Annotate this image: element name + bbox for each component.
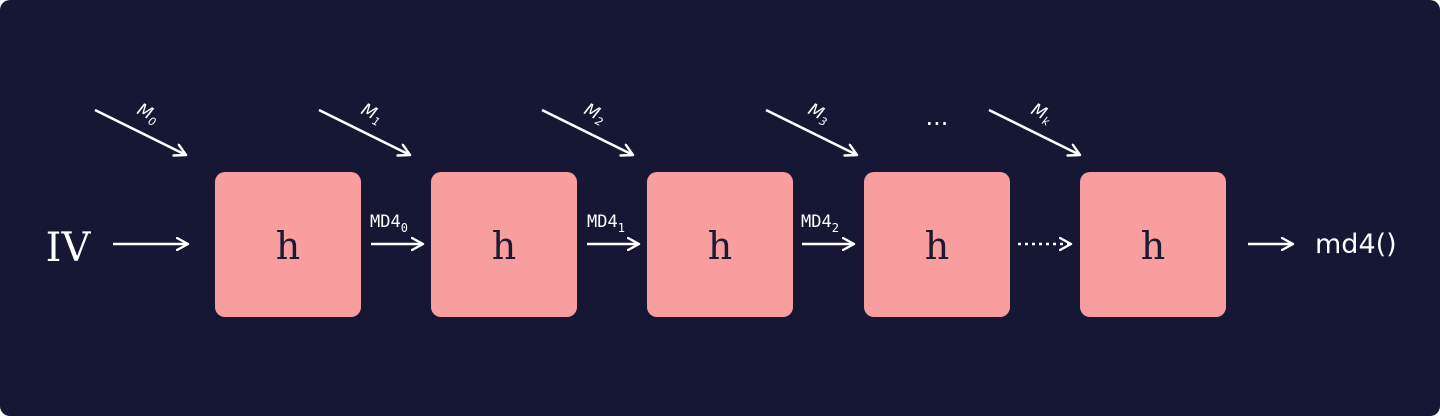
hash-block (647, 172, 793, 317)
message-input-3: M3 (765, 100, 857, 155)
iv-label: IV (46, 225, 92, 271)
block-0: h (215, 172, 361, 317)
hash-block (1080, 172, 1226, 317)
message-input-0: M0 (94, 100, 186, 155)
message-arrow (541, 108, 633, 155)
chain-link-2: MD42 (801, 212, 854, 244)
chain-label: MD41 (587, 212, 625, 235)
hash-block (215, 172, 361, 317)
message-label: M0 (133, 100, 162, 129)
hash-block (431, 172, 577, 317)
hash-label: h (708, 224, 732, 268)
hash-label: h (925, 224, 949, 268)
block-2: h (647, 172, 793, 317)
message-label: M3 (804, 100, 833, 129)
message-arrow (318, 108, 410, 155)
chain-label: MD42 (801, 212, 839, 235)
message-label: M1 (357, 100, 386, 129)
hash-block (864, 172, 1010, 317)
chain-label: MD40 (370, 212, 408, 235)
hash-label: h (276, 224, 300, 268)
chain-link-0: MD40 (370, 212, 423, 244)
message-label: Mk (1027, 100, 1056, 129)
message-input-k: Mk (988, 100, 1080, 155)
message-input-2: M2 (541, 100, 633, 155)
chain-link-1: MD41 (587, 212, 639, 244)
block-3: h (864, 172, 1010, 317)
hash-label: h (1141, 224, 1165, 268)
message-arrow (94, 108, 186, 155)
block-4: h (1080, 172, 1226, 317)
message-input-1: M1 (318, 100, 410, 155)
message-arrow (988, 108, 1080, 155)
hash-label: h (492, 224, 516, 268)
message-arrow (765, 108, 857, 155)
message-label: M2 (580, 100, 609, 129)
ellipsis: ... (926, 103, 949, 131)
output-label: md4() (1315, 229, 1397, 260)
block-1: h (431, 172, 577, 317)
